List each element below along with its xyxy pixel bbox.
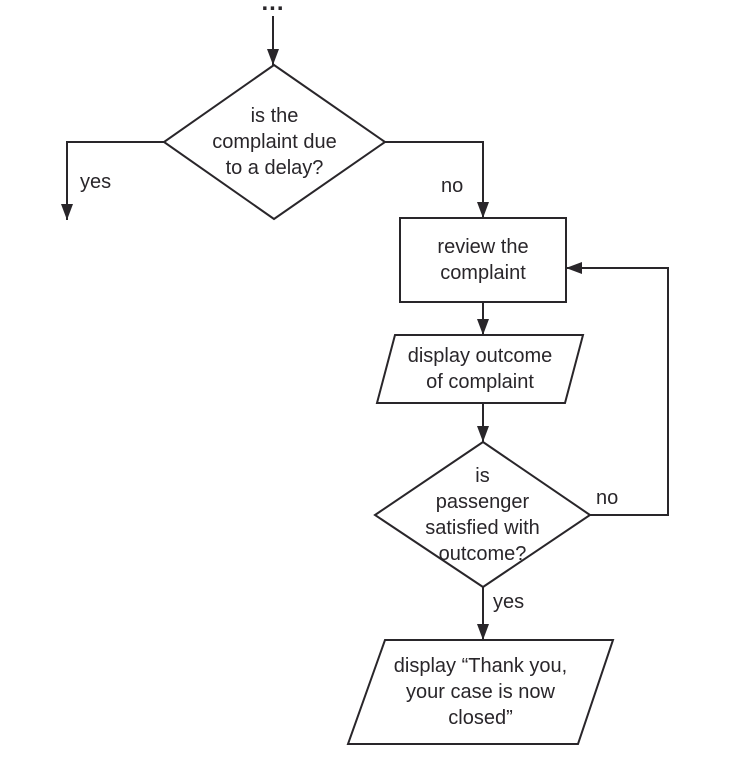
process-review-rectangle [399,217,567,303]
edge-decision-delay-yes [61,141,164,220]
decision-satisfied-diamond [373,440,592,589]
decision-delay-diamond [162,63,387,221]
io-display-outcome-parallelogram [375,334,585,404]
io-display-closed-parallelogram [346,639,615,745]
continuation-ellipsis: ... [261,0,285,16]
edge-decision-delay-no [385,141,489,218]
edge-decision-satisfied-no-loop [566,262,669,516]
